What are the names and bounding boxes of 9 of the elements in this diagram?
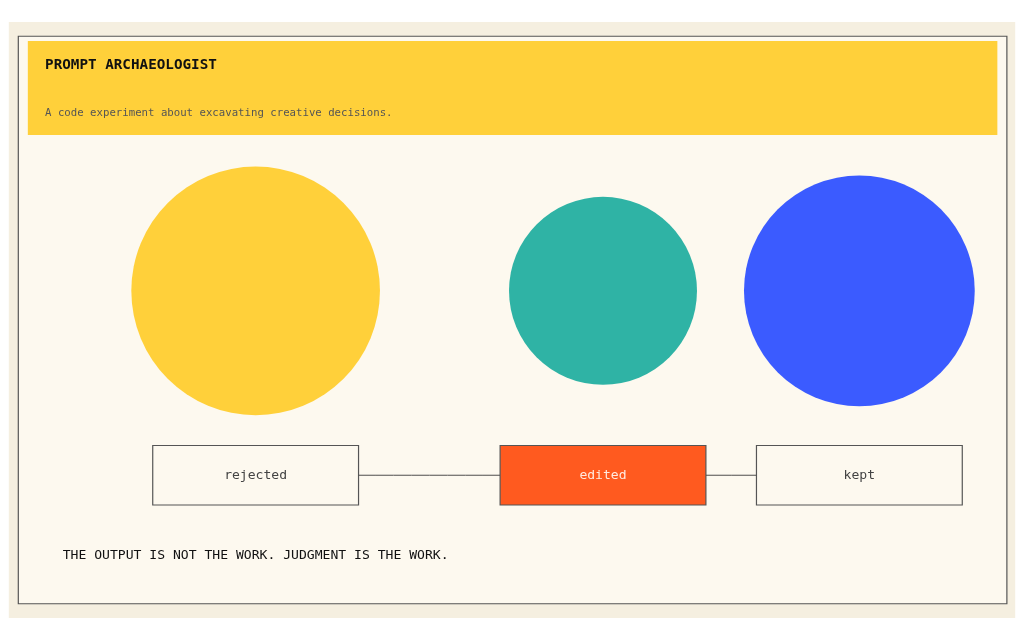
node-circle (744, 175, 975, 407)
node-box: kept (755, 444, 963, 506)
connector (705, 474, 757, 476)
node-circle (131, 166, 380, 416)
label: THE OUTPUT IS NOT THE WORK. JUDGMENT IS THE WORK. (62, 547, 449, 563)
node-box: edited (499, 444, 707, 506)
connector (358, 474, 501, 476)
node-box: rejected (152, 444, 360, 506)
node-circle (509, 196, 697, 385)
